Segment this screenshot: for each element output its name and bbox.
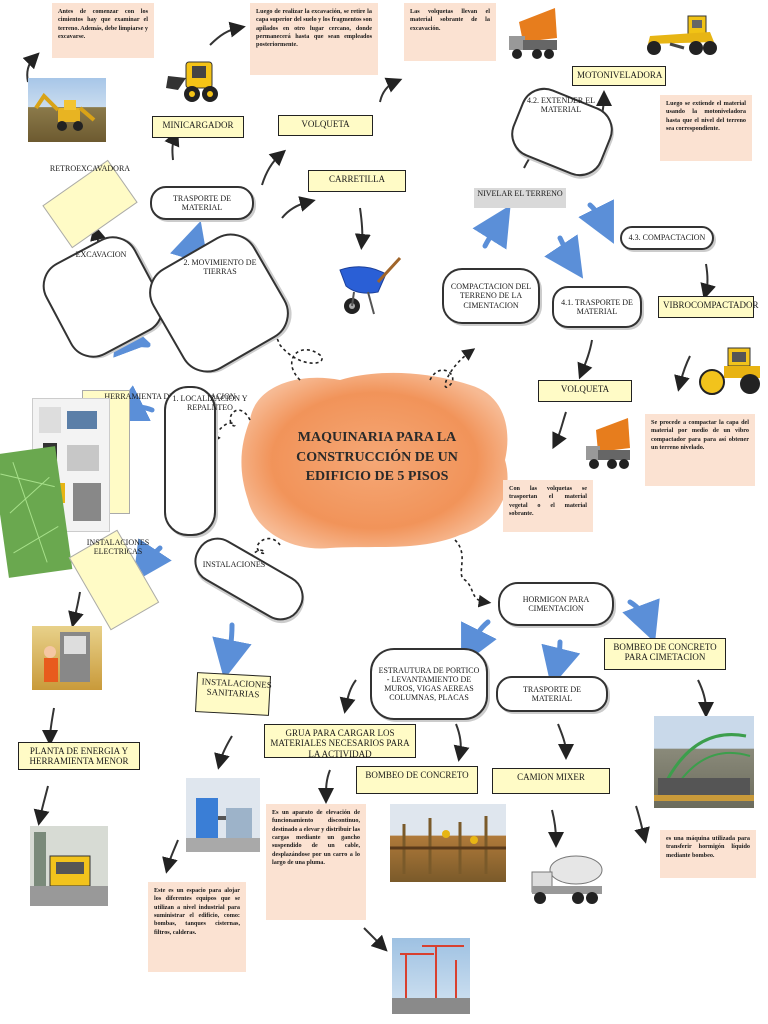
label-motoniveladora: MOTONIVELADORA <box>572 66 666 86</box>
pill-trasporte41: 4.1. TRASPORTE DE MATERIAL <box>552 286 642 328</box>
note-antes: Antes de comenzar con los cimientos hay … <box>52 3 154 58</box>
minicargador-image <box>162 48 234 108</box>
note-compactar: Se procede a compactar la capa del mater… <box>645 414 755 486</box>
volqueta-top-image <box>505 2 561 66</box>
gruas-photo <box>392 938 470 1014</box>
planta-energia-photo <box>30 826 108 906</box>
note-luego-excavacion: Luego de realizar la excavación, se reti… <box>250 3 378 75</box>
pill-localizacion-shape <box>164 386 216 536</box>
pill-estructura: ESTRAUTURA DE PORTICO - LEVANTAMIENTO DE… <box>370 648 488 720</box>
retroexcavadora-photo <box>28 78 106 142</box>
label-nivelar: NIVELAR EL TERRENO <box>474 188 566 208</box>
pill-compactacion43: 4.3. COMPACTACION <box>620 226 714 250</box>
bomba-concreto-photo <box>654 716 754 808</box>
carretilla-image <box>334 252 404 322</box>
label-minicargador: MINICARGADOR <box>152 116 244 138</box>
note-espacio: Este es un espacio para alojar los difer… <box>148 882 246 972</box>
note-con-volquetas: Con las volquetas se trasportan el mater… <box>503 480 593 532</box>
volqueta-mid-image <box>584 414 634 476</box>
note-volquetas: Las volquetas llevan el material sobrant… <box>404 3 496 61</box>
label-planta: PLANTA DE ENERGIA Y HERRAMIENTA MENOR <box>18 742 140 770</box>
label-grua: GRUA PARA CARGAR LOS MATERIALES NECESARI… <box>264 724 416 759</box>
label-volqueta-mid: VOLQUETA <box>538 380 632 402</box>
sala-maquinas-photo <box>186 778 260 852</box>
label-bombeo-concreto: BOMBEO DE CONCRETO <box>356 766 478 794</box>
label-bombeo-cimentacion: BOMBEO DE CONCRETO PARA CIMETACION <box>604 638 726 670</box>
vibrocompactador-image <box>698 340 766 400</box>
label-instalaciones: INSTALACIONES <box>202 560 266 569</box>
watercolor-blob <box>241 372 508 549</box>
obra-photo <box>390 804 506 882</box>
camion-mixer-image <box>526 846 606 910</box>
label-retroexcavadora: RETROEXCAVADORA <box>49 164 131 173</box>
label-extender: 4.2. EXTENDER EL MATERIAL <box>527 96 595 115</box>
label-volqueta-top: VOLQUETA <box>278 115 373 136</box>
center-title: MAQUINARIA PARA LA CONSTRUCCIÓN DE UN ED… <box>296 430 458 485</box>
label-carretilla: CARRETILLA <box>308 170 406 192</box>
label-vibrocompactador: VIBROCOMPACTADOR <box>658 296 758 318</box>
label-camion-mixer: CAMION MIXER <box>492 768 610 794</box>
label-excavacion: EXCAVACION <box>75 250 127 259</box>
pill-compactacion-cim: COMPACTACION DEL TERRENO DE LA CIMENTACI… <box>442 268 540 324</box>
note-grua: Es un aparato de elevación de funcionami… <box>266 804 366 920</box>
label-movimiento: 2. MOVIMIENTO DE TIERRAS <box>183 258 257 277</box>
pill-hormigon: HORMIGON PARA CIMENTACION <box>498 582 614 626</box>
label-localizacion: 1. LOCALIZACION Y REPALNTEO <box>172 394 248 413</box>
plano-image <box>0 446 73 578</box>
note-bomba: es una máquina utilizada para transferir… <box>660 830 756 878</box>
electricista-photo <box>32 626 102 690</box>
pill-trasporte-bottom: TRASPORTE DE MATERIAL <box>496 676 608 712</box>
motoniveladora-image <box>640 8 720 60</box>
note-luego-extiende: Luego se extiende el material usando la … <box>660 95 752 161</box>
label-instalaciones-sanitarias: INSTALACIONES SANITARIAS <box>195 672 272 716</box>
label-instalaciones-electricas: INSTALACIONES ELECTRICAS <box>86 538 150 557</box>
pill-trasporte-material: TRASPORTE DE MATERIAL <box>150 186 254 220</box>
